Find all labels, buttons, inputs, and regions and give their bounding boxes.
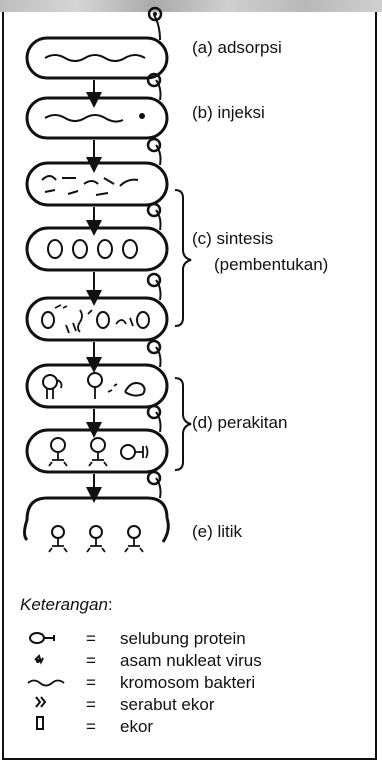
stage-label-lysis: (e) litik <box>192 522 243 541</box>
diagram-frame <box>2 0 377 760</box>
bracket-assembly <box>174 377 192 471</box>
legend-text-nucleic-acid: asam nukleat virus <box>120 651 262 670</box>
stage-label-synthesis: (c) sintesis <box>192 229 274 248</box>
cell-synthesis-2 <box>25 202 169 272</box>
cell-assembly-1 <box>25 339 169 409</box>
bacterial-chromosome-icon <box>27 679 65 687</box>
legend-title-colon: : <box>107 595 113 614</box>
legend-text-protein-coat: selubung protein <box>120 629 246 648</box>
legend-title: Keterangan: <box>20 596 113 613</box>
legend-eq-2: = <box>86 651 96 670</box>
stage-label-injection: (b) injeksi <box>192 103 265 122</box>
legend-text-tail-fiber: serabut ekor <box>120 695 215 714</box>
released-phage-2 <box>86 525 106 553</box>
cell-assembly-2 <box>25 404 169 474</box>
stage-label-assembly: (d) perakitan <box>192 413 288 432</box>
scanned-top-strip <box>0 0 382 12</box>
tail-icon <box>36 716 44 730</box>
stage-label-adsorption: (a) adsorpsi <box>192 38 282 57</box>
legend-text-tail: ekor <box>120 717 154 736</box>
legend-eq-4: = <box>86 695 96 714</box>
legend-eq-1: = <box>86 629 96 648</box>
legend-text-bacterial-chromosome: kromosom bakteri <box>120 673 256 692</box>
bracket-synthesis <box>174 189 192 327</box>
cell-injection <box>25 72 169 140</box>
cell-lysis <box>23 470 170 553</box>
legend-eq-5: = <box>86 717 96 736</box>
cell-synthesis-1 <box>25 137 169 207</box>
cell-adsorption <box>25 6 169 80</box>
released-phage-3 <box>124 525 144 553</box>
legend-title-text: Keterangan <box>20 595 108 614</box>
stage-label-synthesis-sub: (pembentukan) <box>214 255 329 274</box>
legend-eq-3: = <box>86 673 96 692</box>
protein-coat-icon <box>29 632 55 644</box>
viral-nucleic-acid-icon <box>34 654 44 665</box>
released-phage-1 <box>48 525 68 553</box>
cell-synthesis-3 <box>25 272 169 342</box>
tail-fiber-icon <box>35 696 47 708</box>
